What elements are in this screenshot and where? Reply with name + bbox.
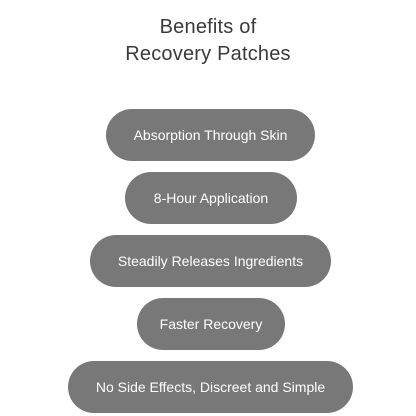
benefit-label: Absorption Through Skin (133, 127, 288, 143)
benefit-label: Faster Recovery (159, 316, 263, 332)
benefit-label: 8-Hour Application (153, 190, 269, 206)
benefit-pill-application: 8-Hour Application (125, 172, 297, 224)
benefit-pill-release: Steadily Releases Ingredients (90, 235, 331, 287)
benefit-label: Steadily Releases Ingredients (117, 253, 304, 269)
benefit-pill-recovery: Faster Recovery (137, 298, 285, 350)
benefit-pill-no-side-effects: No Side Effects, Discreet and Simple (68, 361, 353, 413)
page-title: Benefits of Recovery Patches (0, 14, 416, 68)
title-line-1: Benefits of (159, 16, 257, 38)
benefit-label: No Side Effects, Discreet and Simple (95, 379, 326, 395)
title-line-2: Recovery Patches (125, 43, 291, 65)
benefit-pill-absorption: Absorption Through Skin (106, 109, 315, 161)
